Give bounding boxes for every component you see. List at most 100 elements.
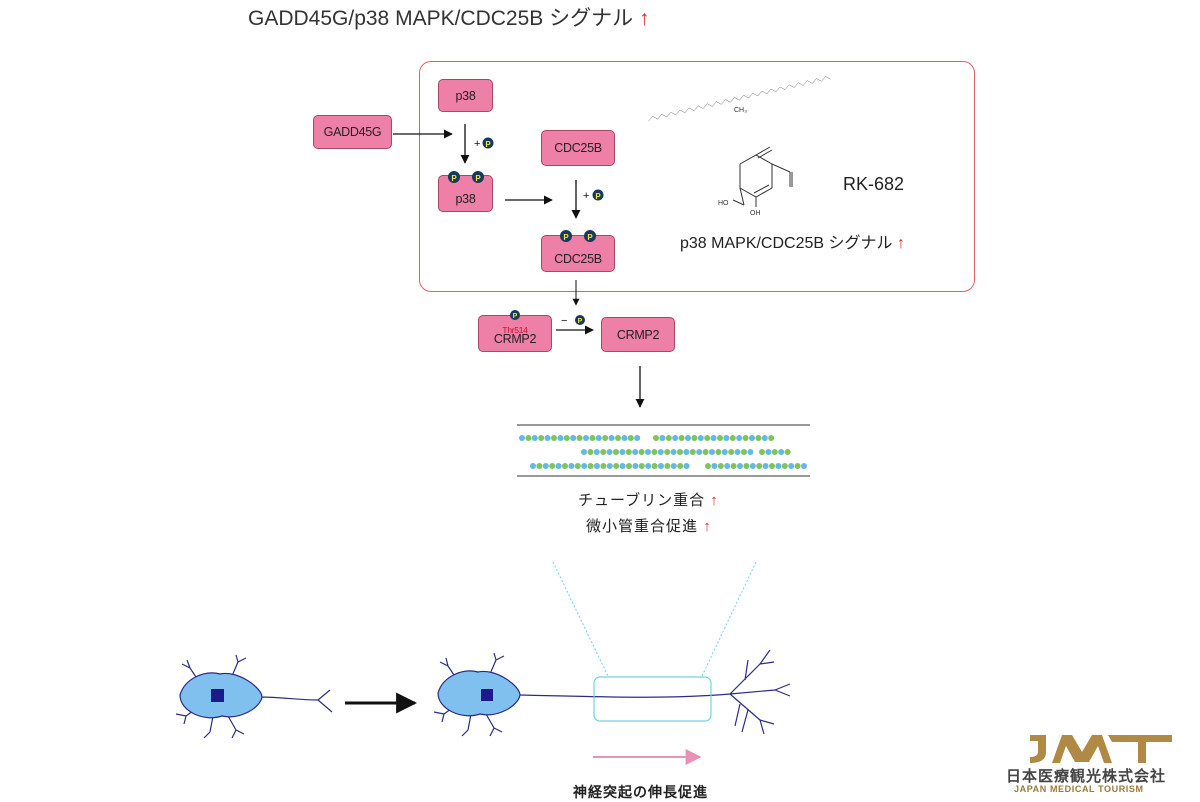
tubulin-bead [710, 435, 717, 441]
tubulin-bead [749, 463, 756, 469]
ho-bond [732, 199, 745, 206]
tubulin-bead [683, 449, 690, 455]
tubulin-bead [702, 449, 709, 455]
tubulin-bead [563, 435, 570, 441]
tubulin-bead [621, 435, 628, 441]
tubulin-bead [709, 449, 715, 455]
tubulin-bead [587, 449, 594, 455]
tubulin-bead [756, 463, 763, 469]
tubulin-bead [784, 449, 791, 455]
tubulin-bead [632, 449, 639, 455]
phosphate-icon [592, 189, 604, 201]
tubulin-bead [672, 435, 679, 441]
tubulin-bead [600, 449, 607, 455]
tubulin-bead [536, 463, 543, 469]
phosphate-icon [584, 230, 596, 242]
tubulin-bead [555, 463, 562, 469]
tubulin-bead [608, 435, 615, 441]
tubulin-bead [574, 463, 581, 469]
compound-signal-text: p38 MAPK/CDC25B シグナル [680, 235, 893, 252]
phosphate-symbol: P [475, 174, 481, 183]
tubulin-bead [606, 463, 613, 469]
tubulin-bead [788, 463, 795, 469]
microtubule-up-arrow: ↑ [703, 518, 712, 535]
tubulin-bead [600, 463, 607, 469]
tubulin-bead [638, 463, 645, 469]
tubulin-bead [651, 463, 658, 469]
tubulin-bead [781, 463, 788, 469]
tubulin-bead [549, 463, 556, 469]
microtubule-label: 微小管重合促進 ↑ [586, 515, 712, 536]
tubulin-bead [683, 463, 690, 469]
tubulin-bead [538, 435, 545, 441]
tubulin-bead [755, 435, 762, 441]
phosphate-icon [448, 171, 460, 183]
tubulin-bead [665, 435, 672, 441]
phosphate-symbol: P [563, 233, 569, 242]
phosphate-symbol: P [513, 313, 518, 320]
logo-company-name: 日本医療観光株式会社 [1006, 768, 1167, 785]
tubulin-bead [762, 463, 769, 469]
thr514-site-label: Thr514 [502, 325, 528, 335]
plus-sign: + [583, 190, 589, 202]
tubulin-bead [678, 435, 685, 441]
tubulin-bead [723, 435, 730, 441]
title-text: GADD45G/p38 MAPK/CDC25B シグナル [248, 7, 634, 30]
phospho-p38-box: p38 [438, 175, 493, 212]
tubulin-polymerization-label: チューブリン重合 ↑ [578, 489, 719, 510]
tubulin-bead [734, 449, 741, 455]
phospho-plus-cdc25b: + P [583, 189, 604, 202]
tubulin-bead [634, 435, 641, 441]
tubulin-bead [670, 449, 677, 455]
tubulin-bead [761, 435, 768, 441]
tubulin-bead [717, 463, 724, 469]
tubulin-bead [519, 435, 525, 441]
phosphate-symbol: P [485, 140, 491, 149]
tubulin-bead [557, 435, 564, 441]
tubulin-bead [769, 463, 775, 469]
tubulin-bead [747, 449, 754, 455]
zoom-guide-right [701, 561, 757, 677]
tubulin-bead [778, 449, 785, 455]
tubulin-bead [721, 449, 728, 455]
neuron-before-dendrites [175, 654, 333, 739]
neuron-after-soma [437, 670, 521, 717]
phosphate-symbol: P [595, 192, 601, 201]
crmp2-box: CRMP2 [601, 317, 675, 352]
tubulin-bead [613, 463, 620, 469]
ch3-label: CH₃ [734, 107, 747, 114]
tubulin-bead [627, 435, 634, 441]
tubulin-bead [657, 449, 664, 455]
tubulin-bead [664, 463, 671, 469]
tubulin-bead [619, 463, 626, 469]
tubulin-bead [581, 449, 587, 455]
tubulin-bead [651, 449, 658, 455]
tubulin-bead [653, 435, 659, 441]
phosphate-icon [472, 171, 484, 183]
phosphate-on-crmp2: P [510, 310, 520, 320]
signaling-frame [419, 61, 975, 292]
tubulin-bead [619, 449, 626, 455]
phosphate-icon [575, 315, 585, 325]
alkyl-chain [648, 76, 831, 122]
tubulin-bead [568, 463, 575, 469]
tubulin-bead [705, 463, 711, 469]
tubulin-bead [645, 449, 651, 455]
tubulin-bead [544, 435, 551, 441]
phosphate-icon [560, 230, 572, 242]
cdc25b-label: CDC25B [554, 141, 602, 155]
tubulin-bead [659, 435, 666, 441]
phosphates-on-p38: P P [448, 171, 484, 183]
logo-subtitle: JAPAN MEDICAL TOURISM [1014, 784, 1144, 794]
tubulin-bead [801, 463, 807, 469]
tubulin-bead [645, 463, 652, 469]
phosphate-icon [482, 137, 494, 149]
neuron-before [175, 654, 333, 739]
tubulin-bead [730, 463, 737, 469]
tubulin-bead [670, 463, 677, 469]
tubulin-bead [542, 463, 549, 469]
tubulin-bead [715, 449, 722, 455]
tubulin-bead [742, 435, 749, 441]
neuron-after [433, 649, 791, 737]
